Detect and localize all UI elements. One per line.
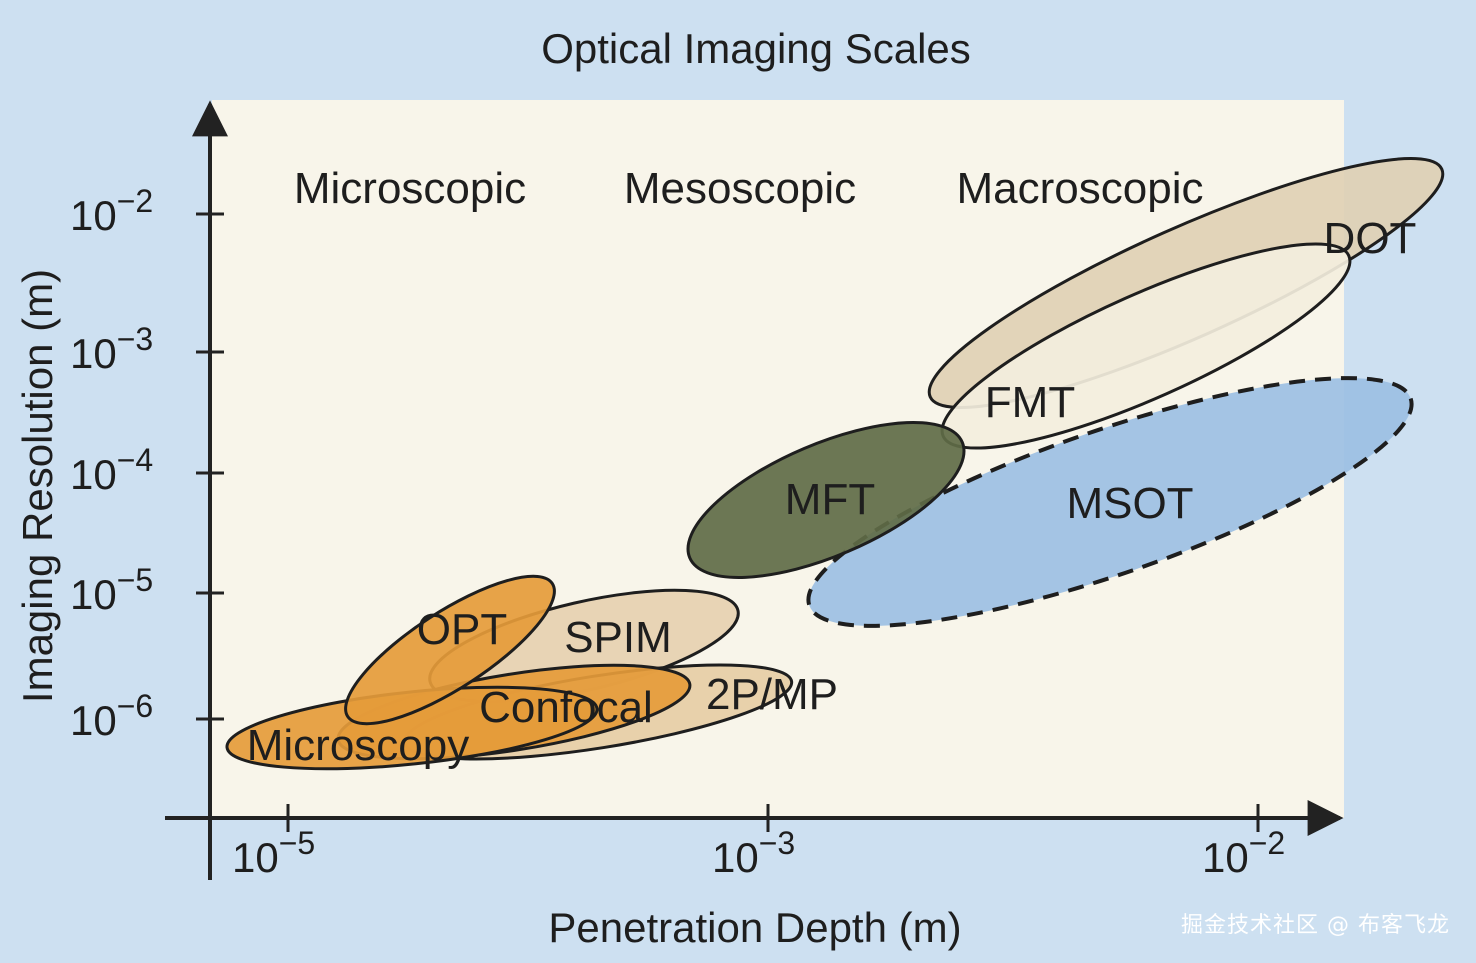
technique-ellipses: DOT FMT MSOT MFT SPIM 2P/MP ConfocalMicroscopy… xyxy=(225,157,1445,771)
region-label-macroscopic: Macroscopic xyxy=(957,164,1204,213)
label-2p-mp: 2P/MP xyxy=(706,670,838,719)
ellipse-group-msot xyxy=(806,376,1414,628)
x-tick-label: 10−3 xyxy=(712,825,795,881)
label-dot: DOT xyxy=(1324,214,1417,263)
x-axis-label: Penetration Depth (m) xyxy=(548,904,961,951)
chart-title: Optical Imaging Scales xyxy=(541,25,971,72)
label-microscopy: Microscopy xyxy=(247,721,470,770)
label-confocal: Confocal xyxy=(479,683,653,732)
y-ticks: 10−2 10−3 10−4 10−5 10−6 xyxy=(70,183,224,744)
y-tick-label: 10−6 xyxy=(70,688,153,744)
region-labels: Microscopic Mesoscopic Macroscopic xyxy=(294,164,1204,213)
x-ticks: 10−5 10−3 10−2 xyxy=(232,804,1285,881)
y-tick-label: 10−4 xyxy=(70,442,153,498)
watermark: 掘金技术社区 @ 布客飞龙 xyxy=(1181,913,1450,938)
y-tick-label: 10−2 xyxy=(70,183,153,239)
region-label-mesoscopic: Mesoscopic xyxy=(624,164,856,213)
ellipse-mft xyxy=(686,421,966,579)
ellipse-msot xyxy=(806,376,1414,628)
x-tick-label: 10−5 xyxy=(232,825,315,881)
ellipse-opt xyxy=(344,574,556,726)
label-mft: MFT xyxy=(785,475,875,524)
y-tick-label: 10−5 xyxy=(70,562,153,618)
ellipse-group-mft xyxy=(686,421,966,579)
label-opt: OPT xyxy=(417,605,507,654)
label-msot: MSOT xyxy=(1066,479,1193,528)
y-axis-label: Imaging Resolution (m) xyxy=(14,269,61,703)
label-fmt: FMT xyxy=(985,378,1075,427)
label-spim: SPIM xyxy=(564,613,672,662)
y-tick-label: 10−3 xyxy=(70,321,153,377)
region-label-microscopic: Microscopic xyxy=(294,164,526,213)
ellipse-group-opt xyxy=(344,574,556,726)
x-tick-label: 10−2 xyxy=(1202,825,1285,881)
